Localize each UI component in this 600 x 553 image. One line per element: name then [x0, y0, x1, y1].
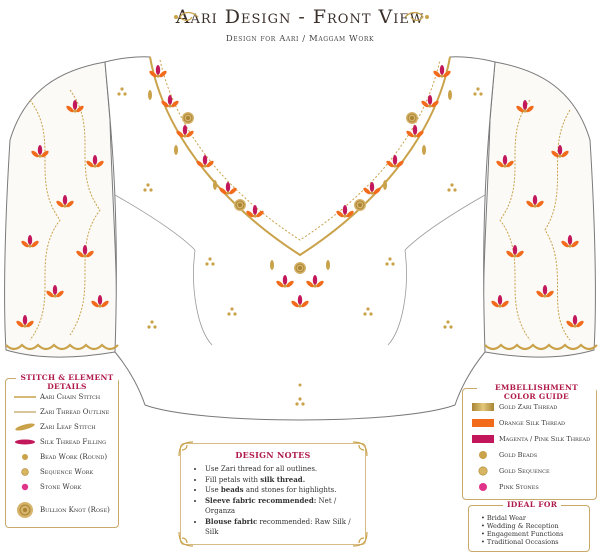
corner-flourish-icon — [178, 531, 194, 547]
color-item-gold-beads: Gold Beads — [472, 449, 537, 460]
ideal-for-title: IDEAL FOR — [503, 500, 562, 509]
corner-flourish-icon — [352, 441, 368, 457]
color-item-gold-sequence: Gold Sequence — [472, 465, 550, 476]
silk-filling-icon — [15, 439, 35, 445]
orange-silk-swatch — [472, 418, 494, 427]
ideal-for-panel: IDEAL FOR • Bridal Wear • Wedding & Rece… — [468, 500, 590, 552]
legend-item-bullion-knot: Bullion Knot (Rose) — [14, 501, 110, 519]
legend-item-sequence-work: Sequence Work — [14, 466, 93, 478]
zari-leaf-icon — [15, 423, 35, 431]
left-flourish-icon — [174, 11, 199, 21]
page-subtitle: Design for Aari / Maggam Work — [225, 34, 375, 44]
gold-sequence-swatch-icon — [478, 466, 488, 475]
color-guide-title: EMBELLISHMENT COLOR GUIDE — [477, 383, 596, 401]
sequence-icon — [21, 468, 29, 476]
legend-item-zari-outline: Zari Thread Outline — [14, 406, 109, 418]
zari-outline-icon — [14, 411, 36, 413]
gold-bead-swatch-icon — [479, 450, 487, 459]
color-guide-panel: EMBELLISHMENT COLOR GUIDE Gold Zari Thre… — [462, 383, 597, 500]
magenta-silk-swatch — [472, 434, 494, 443]
design-notes-list: Use Zari thread for all outlines. Fill p… — [181, 464, 365, 538]
legend-item-chain-stitch: Aari Chain Stitch — [14, 391, 100, 403]
design-note: Sleeve fabric recommended: Net / Organza — [205, 496, 365, 517]
corner-flourish-icon — [178, 441, 194, 457]
gold-zari-swatch — [472, 402, 494, 411]
chain-stitch-icon — [14, 396, 36, 398]
right-flourish-icon — [404, 11, 429, 21]
corner-flourish-icon — [352, 531, 368, 547]
color-item-orange-silk: Orange Silk Thread — [472, 417, 565, 428]
design-notes-panel: DESIGN NOTES Use Zari thread for all out… — [178, 441, 368, 547]
color-item-gold-zari: Gold Zari Thread — [472, 401, 557, 412]
legend-item-zari-leaf: Zari Leaf Stitch — [14, 421, 96, 433]
color-item-magenta-silk: Magenta / Pink Silk Thread — [472, 433, 590, 444]
legend-item-silk-filling: Silk Thread Filling — [14, 436, 106, 448]
design-note: Use Zari thread for all outlines. — [205, 464, 365, 475]
legend-item-bead-work: Bead Work (Round) — [14, 451, 107, 463]
ideal-for-list: • Bridal Wear • Wedding & Reception • En… — [481, 514, 589, 546]
stitch-legend-title: STITCH & ELEMENT DETAILS — [16, 373, 118, 391]
stone-icon — [21, 483, 29, 491]
bead-icon — [22, 454, 28, 460]
legend-item-stone-work: Stone Work — [14, 481, 81, 493]
page-title: Aari Design - Front View — [175, 6, 425, 28]
pink-stone-swatch-icon — [479, 482, 487, 491]
list-item: • Bridal Wear — [481, 514, 527, 522]
stitch-legend-panel: STITCH & ELEMENT DETAILS Aari Chain Stit… — [5, 373, 119, 528]
design-notes-title: DESIGN NOTES — [235, 450, 311, 460]
list-item: • Wedding & Reception — [481, 522, 559, 530]
design-note: Use beads and stones for highlights. — [205, 485, 365, 496]
list-item: • Traditional Occasions — [481, 538, 559, 546]
list-item: • Engagement Functions — [481, 530, 564, 538]
design-note: Fill petals with silk thread. — [205, 475, 365, 486]
bullion-knot-icon — [17, 502, 33, 518]
color-item-pink-stones: Pink Stones — [472, 481, 539, 492]
design-note: Blouse fabric recommended: Raw Silk / Si… — [205, 517, 365, 538]
